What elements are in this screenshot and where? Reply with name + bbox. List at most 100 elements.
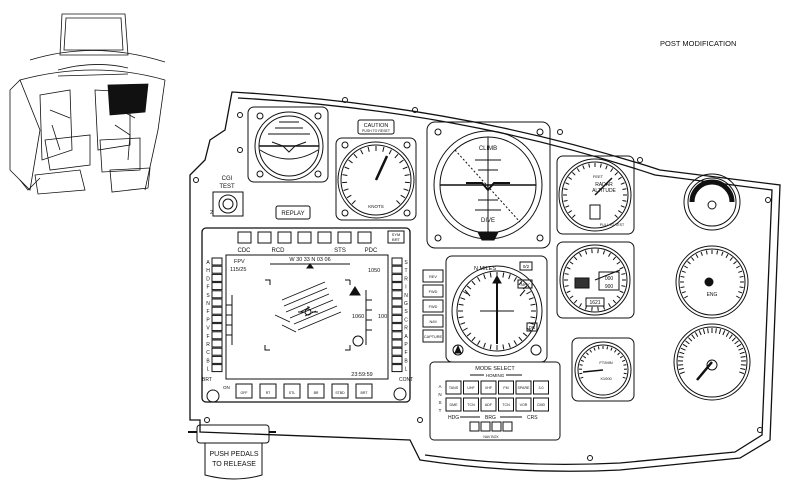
cont-knob[interactable] bbox=[393, 387, 407, 401]
mfd-top-softkey[interactable] bbox=[337, 231, 352, 244]
mfd-right-softkey[interactable] bbox=[391, 355, 403, 364]
tick-mark bbox=[610, 168, 614, 172]
tick-mark bbox=[580, 359, 585, 362]
mfd-bottom-button[interactable] bbox=[259, 383, 277, 399]
mfd-right-softkey[interactable] bbox=[391, 306, 403, 315]
mfd-right-key-label: C bbox=[404, 317, 408, 323]
tick-mark bbox=[351, 200, 356, 205]
mode-knob-1[interactable] bbox=[469, 421, 480, 432]
tick-mark bbox=[572, 172, 576, 176]
mfd-left-softkey[interactable] bbox=[211, 364, 223, 373]
mfd-bottom-button[interactable] bbox=[307, 383, 325, 399]
mfd-left-softkey[interactable] bbox=[211, 355, 223, 364]
nav-box-label: NAV BOX bbox=[483, 435, 499, 439]
caution-button[interactable]: CAUTION PUSH TO RESET bbox=[357, 119, 395, 135]
mode-select-button[interactable] bbox=[445, 397, 462, 412]
mfd-left-softkey[interactable] bbox=[211, 265, 223, 274]
mode-knob-3[interactable] bbox=[491, 421, 502, 432]
mode-left-label: S bbox=[438, 400, 441, 405]
nav-mode-button[interactable] bbox=[422, 284, 444, 298]
mfd-left-softkey[interactable] bbox=[211, 273, 223, 282]
mfd-top-softkey[interactable] bbox=[317, 231, 332, 244]
replay-button[interactable]: REPLAY bbox=[275, 205, 311, 220]
mode-select-button[interactable] bbox=[463, 380, 479, 395]
mode-left-label: A bbox=[438, 384, 441, 389]
tick-mark bbox=[460, 322, 466, 325]
mfd-right-softkey[interactable] bbox=[391, 273, 403, 282]
nav-mode-button[interactable] bbox=[422, 269, 444, 283]
mfd-right-softkey[interactable] bbox=[391, 331, 403, 340]
mfd-top-softkey[interactable] bbox=[357, 231, 372, 244]
mode-knob-2[interactable] bbox=[480, 421, 491, 432]
mfd-top-softkey[interactable] bbox=[277, 231, 292, 244]
tick-mark bbox=[688, 337, 693, 342]
mfd-top-softkey[interactable] bbox=[257, 231, 272, 244]
mfd-left-softkey[interactable] bbox=[211, 323, 223, 332]
mode-select-button[interactable] bbox=[498, 397, 514, 412]
nav-mode-button[interactable] bbox=[422, 314, 444, 328]
cgi-label: CGI bbox=[222, 176, 233, 182]
mfd-bottom-button[interactable] bbox=[331, 383, 349, 399]
speed-readout: 115/25 bbox=[230, 267, 246, 273]
mfd-left-softkey[interactable] bbox=[211, 331, 223, 340]
altitude-label: ALTITUDE bbox=[592, 188, 616, 194]
mfd-left-softkey[interactable] bbox=[211, 314, 223, 323]
cgi-number: 2 bbox=[210, 210, 213, 216]
mfd-bottom-button[interactable] bbox=[283, 383, 301, 399]
tick-mark bbox=[568, 176, 572, 180]
nav-mode-button[interactable] bbox=[422, 299, 444, 313]
mfd-left-softkey[interactable] bbox=[211, 282, 223, 291]
tick-mark bbox=[471, 280, 476, 286]
mfd-right-softkey[interactable] bbox=[391, 298, 403, 307]
mfd-right-softkey[interactable] bbox=[391, 257, 403, 266]
mfd-top-softkey[interactable] bbox=[237, 231, 252, 244]
mfd-right-softkey[interactable] bbox=[391, 339, 403, 348]
mode-select-button[interactable] bbox=[498, 380, 514, 395]
mfd-right-softkey[interactable] bbox=[391, 364, 403, 373]
mfd-bottom-button[interactable] bbox=[355, 383, 373, 399]
tick-mark bbox=[344, 166, 350, 170]
mfd-left-key-label: V bbox=[206, 326, 210, 332]
mfd-left-softkey[interactable] bbox=[211, 290, 223, 299]
mfd-right-softkey[interactable] bbox=[391, 282, 403, 291]
mode-select-button-label: SPARE bbox=[518, 386, 531, 390]
pedal-release-handle[interactable]: PUSH PEDALS TO RELEASE bbox=[188, 424, 276, 480]
tick-mark bbox=[483, 274, 486, 280]
tick-mark bbox=[462, 291, 468, 295]
mfd-right-softkey[interactable] bbox=[391, 347, 403, 356]
mfd-left-softkey[interactable] bbox=[211, 339, 223, 348]
mfd-left-key-label: N bbox=[206, 301, 210, 307]
cgi-test-switch[interactable]: CGI TEST 2 bbox=[210, 176, 244, 217]
tick-mark bbox=[678, 367, 684, 370]
mfd-left-softkey[interactable] bbox=[211, 347, 223, 356]
mfd-left-key-label: F bbox=[206, 309, 209, 315]
mode-select-button[interactable] bbox=[463, 397, 479, 412]
brt-knob[interactable] bbox=[206, 389, 220, 403]
mfd-top-softkey[interactable] bbox=[297, 231, 312, 244]
mfd-right-softkey[interactable] bbox=[391, 323, 403, 332]
tick-mark bbox=[565, 205, 570, 208]
tick-mark bbox=[622, 188, 627, 191]
mfd-left-softkey[interactable] bbox=[211, 306, 223, 315]
mode-select-button[interactable] bbox=[515, 397, 532, 412]
mfd-bottom-button[interactable] bbox=[235, 383, 253, 399]
mfd-left-softkey[interactable] bbox=[211, 298, 223, 307]
nav-mode-button[interactable] bbox=[422, 329, 444, 343]
mfd-left-key-label: C bbox=[206, 350, 210, 356]
mode-select-button[interactable] bbox=[480, 397, 497, 412]
tick-mark bbox=[564, 285, 569, 287]
mfd-right-softkey[interactable] bbox=[391, 290, 403, 299]
tick-mark bbox=[679, 371, 685, 375]
mode-select-button[interactable] bbox=[445, 380, 462, 395]
mfd-right-softkey[interactable] bbox=[391, 314, 403, 323]
tick-mark bbox=[576, 168, 580, 172]
mfd-right-softkey[interactable] bbox=[391, 265, 403, 274]
mode-knob-4[interactable] bbox=[502, 421, 513, 432]
mode-select-button[interactable] bbox=[533, 380, 549, 395]
mode-select-button[interactable] bbox=[515, 380, 532, 395]
mfd-left-softkey[interactable] bbox=[211, 257, 223, 266]
tick-mark bbox=[565, 182, 570, 185]
mode-select-button[interactable] bbox=[480, 380, 497, 395]
mode-select-button[interactable] bbox=[533, 397, 549, 412]
